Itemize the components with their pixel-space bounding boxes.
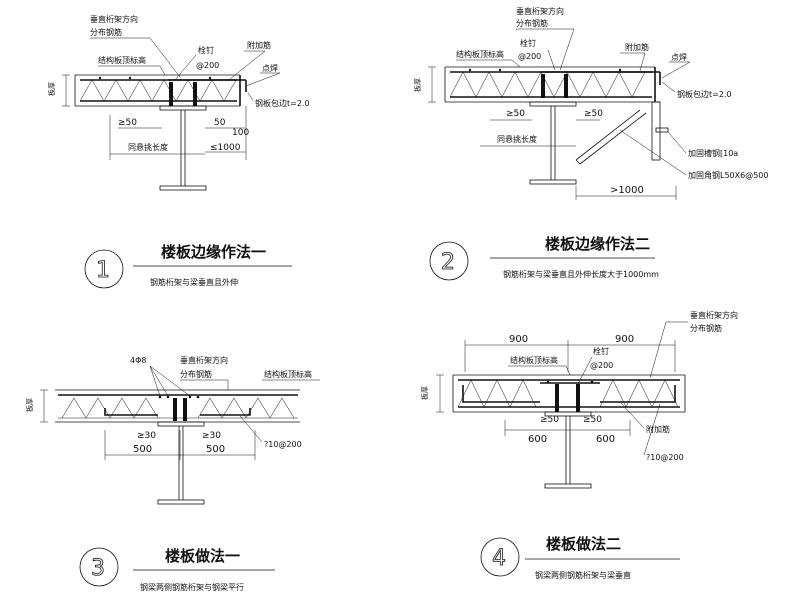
detail-number-2: 2 bbox=[441, 250, 455, 275]
dim-cantilever-1: 同悬挑长度 bbox=[128, 142, 168, 152]
detail-number-1: 1 bbox=[96, 258, 110, 283]
detail-subtitle-3: 钢梁两侧钢筋桁架与钢梁平行 bbox=[140, 582, 244, 592]
label-stud-spacing-2: @200 bbox=[518, 52, 541, 61]
detail-number-circle-3 bbox=[79, 547, 119, 587]
label-stud-2: 栓钉 bbox=[520, 38, 536, 48]
detail-number-circle-4 bbox=[480, 537, 520, 577]
dim-ge50a-2: ≥50 bbox=[506, 109, 525, 119]
label-rebar-4: ?10@200 bbox=[646, 453, 684, 462]
label-vertical-truss-4: 垂直桁架方向 bbox=[690, 310, 738, 320]
label-slab-top-1: 结构板顶标高 bbox=[98, 55, 146, 65]
detail-title-4: 楼板做法二 bbox=[546, 535, 621, 553]
detail-4: 板厚 900 900 ≥50 ≥50 600 600 垂直桁架方向 分布钢筋 结… bbox=[420, 310, 738, 580]
slab-2 bbox=[444, 66, 661, 103]
detail-number-3: 3 bbox=[91, 556, 105, 581]
dim-ge30b-3: ≥30 bbox=[202, 431, 221, 441]
slab-3 bbox=[55, 389, 300, 423]
detail-title-2: 楼板边缘作法二 bbox=[545, 235, 650, 253]
label-spot-weld-1: 点焊 bbox=[262, 63, 278, 73]
label-edge-plate-2: 钢板包边t=2.0 bbox=[677, 89, 732, 99]
detail-subtitle-1: 钢筋桁架与梁垂直且外伸 bbox=[150, 277, 238, 287]
dim-le1000-1: ≤1000 bbox=[210, 143, 241, 153]
detail-2: 板厚 ≥50 ≥50 同悬挑长度 >1000 垂直桁架方向 分布钢筋 结构板顶 bbox=[413, 6, 768, 281]
label-bars-3: 4Φ8 bbox=[130, 356, 146, 365]
slab-thickness-label-2: 板厚 bbox=[413, 78, 422, 92]
slab-1 bbox=[74, 74, 247, 107]
detail-title-1: 楼板边缘作法一 bbox=[161, 243, 266, 261]
detail-number-circle-1 bbox=[84, 249, 124, 289]
slab-thickness-label-3: 板厚 bbox=[25, 398, 34, 412]
steel-beam-3 bbox=[157, 421, 205, 505]
dim-ge50a-4: ≥50 bbox=[540, 415, 559, 425]
label-stud-4: 栓钉 bbox=[593, 346, 609, 356]
dim-900a-4: 900 bbox=[509, 334, 528, 345]
slab-thickness-label-4: 板厚 bbox=[420, 386, 429, 400]
detail-3: 板厚 ≥30 ≥30 500 500 4Φ8 垂直桁架方向 分布钢筋 结构板顶标… bbox=[25, 355, 320, 592]
slab-thickness-label-1: 板厚 bbox=[47, 82, 56, 96]
label-dist-rebar-1: 分布钢筋 bbox=[90, 27, 122, 37]
channel-angle-reinforcement bbox=[575, 101, 669, 165]
steel-beam-4 bbox=[544, 411, 592, 489]
dim-900b-4: 900 bbox=[615, 334, 634, 345]
label-stud-spacing-4: @200 bbox=[590, 361, 613, 370]
dim-500b-3: 500 bbox=[206, 444, 225, 455]
detail-title-3: 楼板做法一 bbox=[165, 547, 240, 565]
label-stud-1: 栓钉 bbox=[198, 45, 214, 55]
dim-ge50b-4: ≥50 bbox=[583, 415, 602, 425]
dim-cantilever-2: 同悬挑长度 bbox=[497, 134, 537, 144]
slab-4 bbox=[452, 374, 686, 413]
detail-subtitle-2: 钢筋桁架与梁垂直且外伸长度大于1000mm bbox=[503, 269, 659, 279]
label-vertical-truss-1: 垂直桁架方向 bbox=[90, 14, 138, 24]
detail-subtitle-4: 钢梁两侧钢筋桁架与梁垂直 bbox=[535, 570, 631, 580]
label-channel-2: 加固槽钢[10a bbox=[688, 148, 738, 158]
label-vertical-truss-2: 垂直桁架方向 bbox=[516, 6, 564, 16]
dim-600a-4: 600 bbox=[528, 434, 547, 445]
dim-gt1000-2: >1000 bbox=[610, 185, 644, 196]
label-add-rebar-4: 附加筋 bbox=[646, 424, 670, 434]
label-slab-top-2: 结构板顶标高 bbox=[456, 49, 504, 59]
label-angle-2: 加固角钢L50X6@500 bbox=[688, 170, 768, 180]
dim-600b-4: 600 bbox=[596, 434, 615, 445]
label-slab-top-4: 结构板顶标高 bbox=[510, 355, 558, 365]
label-rebar-3: ?10@200 bbox=[264, 440, 302, 449]
detail-number-circle-2 bbox=[429, 241, 469, 281]
label-spot-weld-2: 点焊 bbox=[671, 52, 687, 62]
label-dist-rebar-4: 分布钢筋 bbox=[690, 323, 722, 333]
dim-ge50-1: ≥50 bbox=[118, 118, 137, 128]
dim-50-1: 50 bbox=[214, 118, 226, 128]
label-add-rebar-2: 附加筋 bbox=[625, 42, 649, 52]
detail-number-4: 4 bbox=[492, 546, 506, 571]
label-dist-rebar-3: 分布钢筋 bbox=[180, 369, 212, 379]
steel-beam-1 bbox=[159, 105, 207, 191]
detail-1: 板厚 ≥50 50 100 同悬挑长度 ≤1000 垂直桁架方向 分布钢筋 结构… bbox=[47, 14, 310, 289]
dim-ge30a-3: ≥30 bbox=[137, 431, 156, 441]
dim-100-1: 100 bbox=[232, 128, 249, 138]
label-dist-rebar-2: 分布钢筋 bbox=[516, 18, 548, 28]
dim-ge50b-2: ≥50 bbox=[584, 109, 603, 119]
label-edge-plate-1: 钢板包边t=2.0 bbox=[255, 98, 310, 108]
label-vertical-truss-3: 垂直桁架方向 bbox=[180, 355, 228, 365]
steel-beam-2 bbox=[529, 101, 577, 185]
label-add-rebar-1: 附加筋 bbox=[247, 40, 271, 50]
dim-500a-3: 500 bbox=[133, 444, 152, 455]
label-slab-top-3: 结构板顶标高 bbox=[264, 369, 312, 379]
label-stud-spacing-1: @200 bbox=[196, 61, 219, 70]
